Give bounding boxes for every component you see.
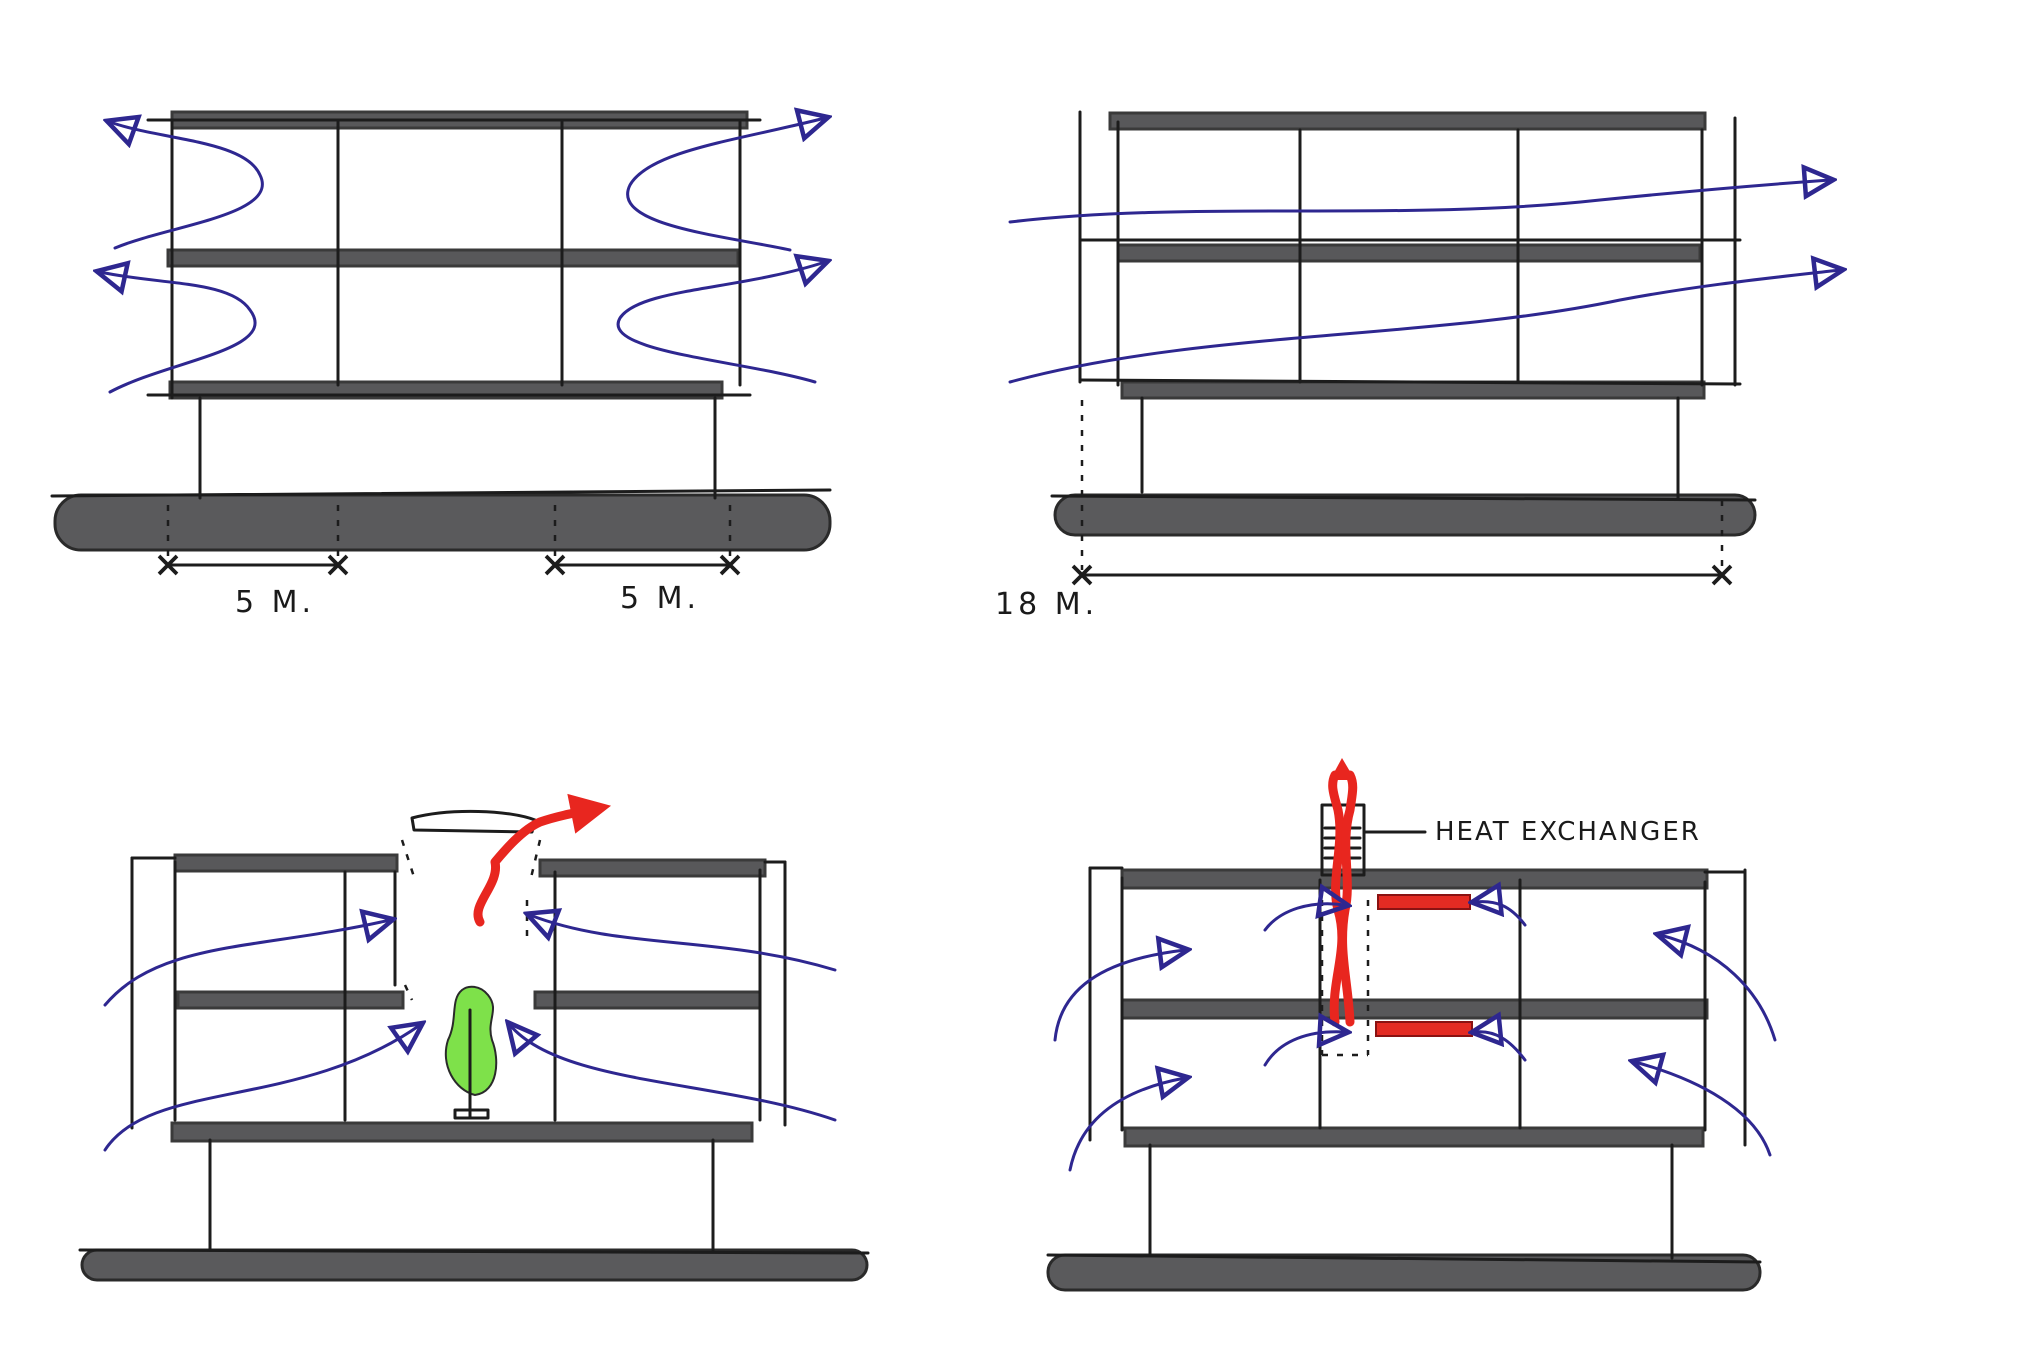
warm-air-riser <box>1328 758 1358 1027</box>
ground-slab <box>80 1248 869 1282</box>
roof-slab-left <box>173 853 399 873</box>
dimension-label-right: 5 M. <box>620 581 700 616</box>
roof-slab-right <box>538 858 767 878</box>
heat-exchanger-label: HEAT EXCHANGER <box>1435 817 1701 847</box>
ground-slab <box>53 493 832 552</box>
airflow-arrows <box>103 915 837 1152</box>
airflow-arrows <box>100 118 825 394</box>
tree-planter <box>444 985 498 1120</box>
radiator-lower <box>1375 1021 1473 1037</box>
panel-heat-exchanger: HEAT EXCHANGER <box>1046 758 1777 1292</box>
radiator-panels <box>1375 894 1473 1037</box>
floor-slab-2-right <box>533 990 762 1010</box>
ground-slab <box>1053 493 1757 537</box>
panel-single-sided-ventilation: 5 M. 18 M. 5 M. <box>50 112 1098 622</box>
dimension-label-left: 5 M. <box>235 585 315 620</box>
panel-stack-ventilation <box>78 793 870 1282</box>
panel-cross-ventilation <box>1008 110 1840 586</box>
floor-slab-2 <box>166 248 740 268</box>
floor-slab-1 <box>170 1121 754 1143</box>
floor-slab-1 <box>1123 1126 1705 1148</box>
warm-air-exhaust-arrow <box>473 793 612 927</box>
floor-slab-2 <box>1116 243 1702 263</box>
airflow-arrows <box>1053 902 1777 1172</box>
roof-slab <box>1108 111 1707 131</box>
radiator-upper <box>1377 894 1471 910</box>
dimension-label-right: 18 M. <box>995 587 1098 622</box>
airflow-arrows <box>1008 180 1840 384</box>
ground-slab <box>1046 1253 1762 1292</box>
floor-slab-2-left <box>176 990 405 1010</box>
roof-slab <box>1120 868 1709 890</box>
floor-slab-2 <box>1120 998 1709 1020</box>
